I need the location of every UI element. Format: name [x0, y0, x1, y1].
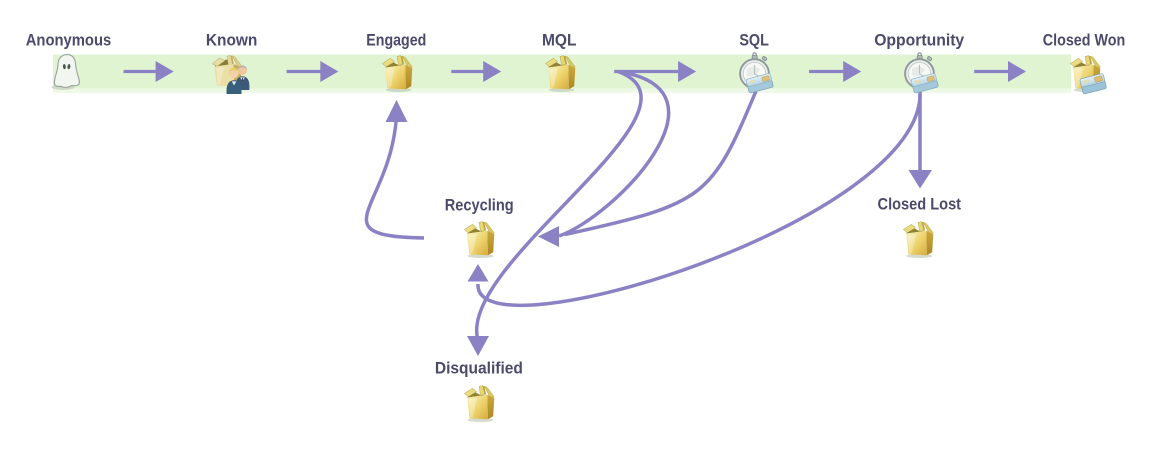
svg-text:Known: Known	[206, 31, 258, 50]
svg-text:Opportunity: Opportunity	[874, 31, 965, 50]
svg-text:SQL: SQL	[739, 31, 769, 50]
svg-text:Disqualified: Disqualified	[435, 359, 523, 378]
svg-text:MQL: MQL	[542, 31, 577, 50]
svg-text:Closed Won: Closed Won	[1043, 31, 1126, 50]
svg-text:Anonymous: Anonymous	[26, 31, 112, 50]
svg-text:Closed Lost: Closed Lost	[878, 195, 962, 214]
svg-text:Recycling: Recycling	[445, 196, 514, 215]
svg-text:Engaged: Engaged	[366, 31, 426, 50]
